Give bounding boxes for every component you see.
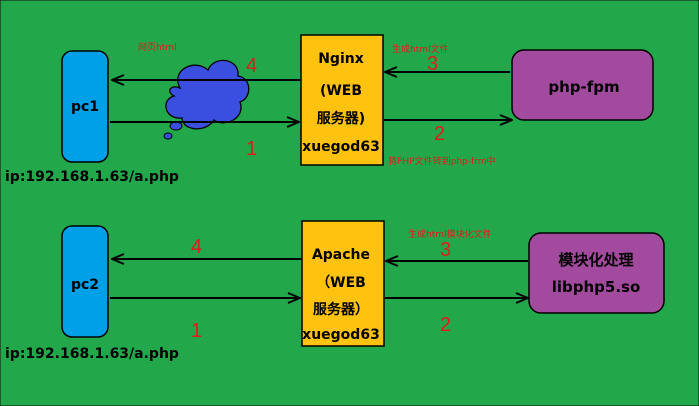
step-1-number: 1 xyxy=(246,138,257,160)
step-2-number: 2 xyxy=(434,123,445,145)
module-line-2: libphp5.so xyxy=(552,278,641,296)
nginx-line-4: xuegod63 xyxy=(302,139,380,155)
label-generate-html-module: 生成html模块化文件 xyxy=(408,228,492,240)
pc2-label: pc2 xyxy=(71,277,99,293)
apache-line-1: Apache xyxy=(312,247,370,263)
step-3-number: 3 xyxy=(427,53,438,75)
module-box xyxy=(528,232,665,314)
cloud-icon xyxy=(163,59,250,140)
top-flow: pc1 ip:192.168.1.63/a.php Nginx (WEB 服务器… xyxy=(5,34,654,185)
step-2-number-bottom: 2 xyxy=(440,314,451,336)
apache-line-4: xuegod63 xyxy=(302,327,380,343)
step-3-number-bottom: 3 xyxy=(440,239,451,261)
module-line-1: 模块化处理 xyxy=(558,251,633,269)
label-webpage-html: 网页html xyxy=(138,42,177,53)
nginx-line-2: (WEB xyxy=(320,83,362,99)
php-fpm-box xyxy=(511,49,654,121)
pc1-box xyxy=(61,50,109,163)
pc1-label: pc1 xyxy=(71,99,99,115)
nginx-line-1: Nginx xyxy=(318,51,364,67)
nginx-line-3: 服务器) xyxy=(317,110,365,127)
step-1-number-bottom: 1 xyxy=(191,320,202,342)
label-forward-php: 将PHP文件转到php-frm中 xyxy=(388,155,495,167)
label-generate-html: 生成html文件 xyxy=(392,43,449,55)
apache-line-3: 服务器） xyxy=(313,301,369,318)
apache-server-box xyxy=(301,220,385,347)
php-fpm-label: php-fpm xyxy=(548,78,619,96)
bottom-flow: pc2 ip:192.168.1.63/a.php Apache （WEB 服务… xyxy=(5,220,665,362)
step-4-number: 4 xyxy=(246,55,257,77)
pc2-ip-text: ip:192.168.1.63/a.php xyxy=(5,346,179,362)
apache-line-2: （WEB xyxy=(316,275,366,291)
nginx-server-box xyxy=(300,34,384,166)
step-4-number-bottom: 4 xyxy=(191,236,202,258)
pc1-ip-text: ip:192.168.1.63/a.php xyxy=(5,169,179,185)
pc2-box xyxy=(61,225,109,338)
